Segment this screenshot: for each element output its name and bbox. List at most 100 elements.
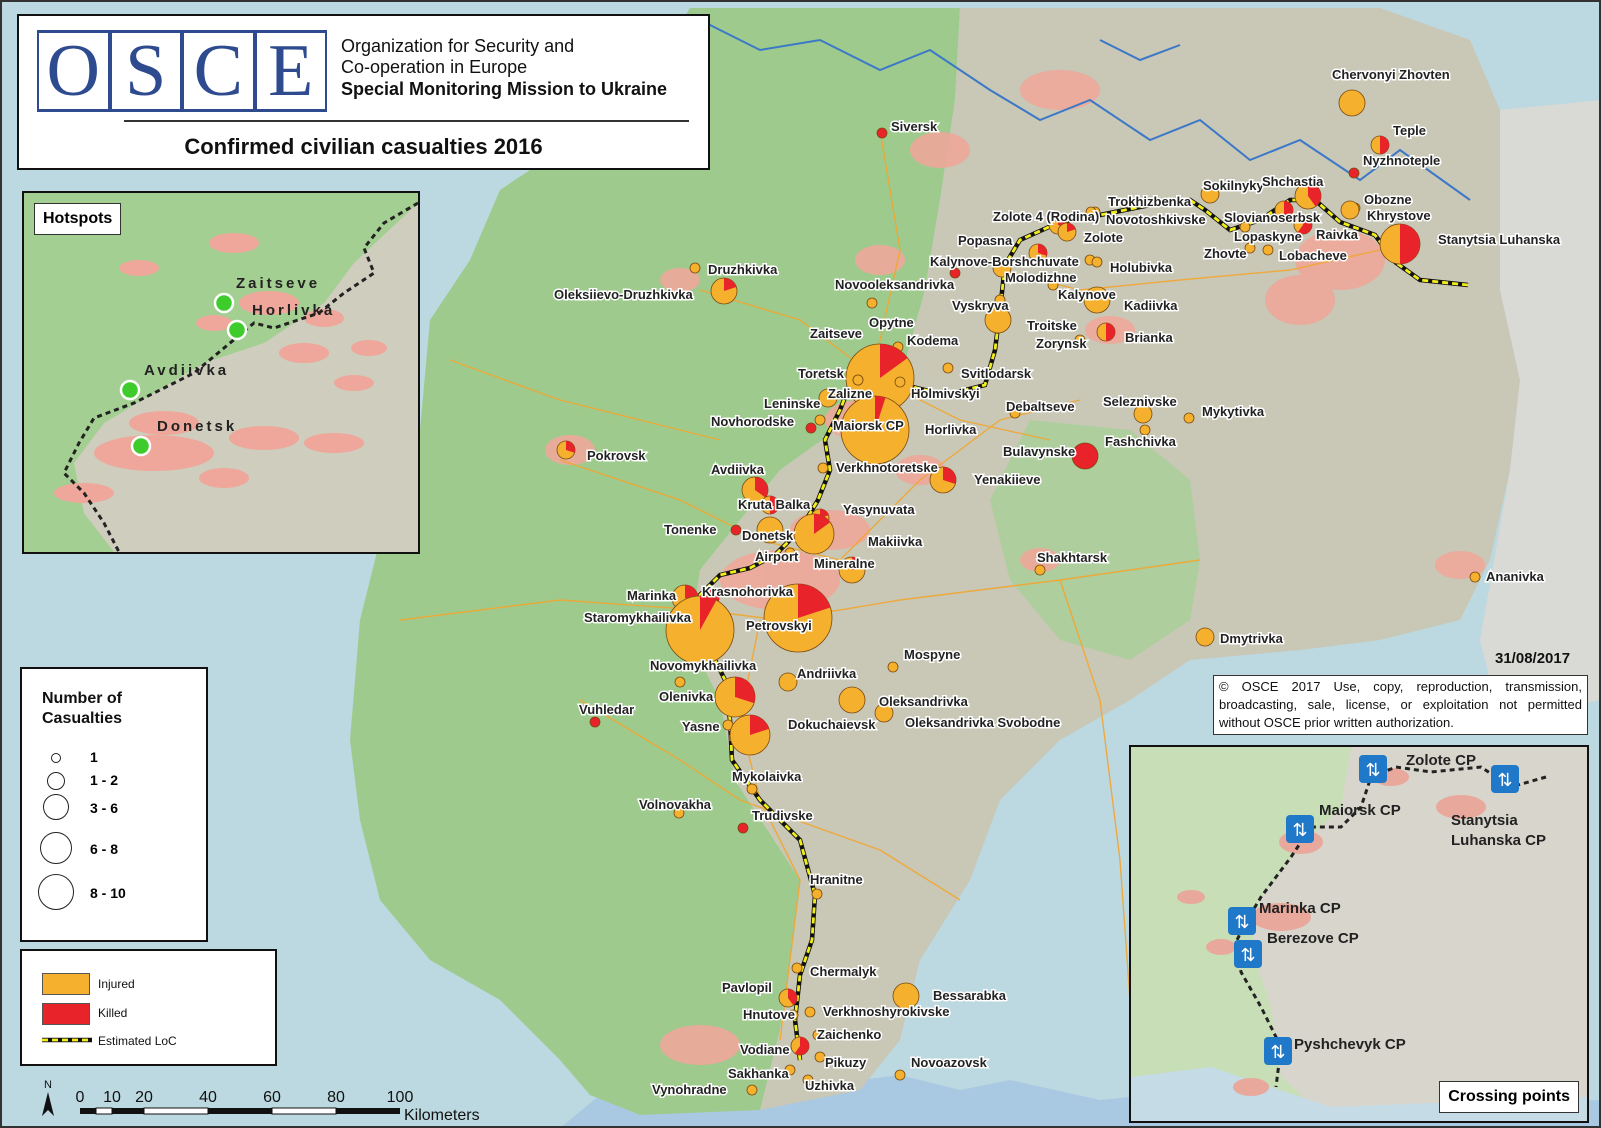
- mission-name: Special Monitoring Mission to Ukraine: [341, 79, 668, 99]
- place-label: Marinka: [627, 588, 677, 603]
- casualty-symbol: [730, 524, 742, 536]
- casualty-circle: [894, 1069, 906, 1081]
- header-divider: [124, 120, 689, 122]
- casualty-circle: [1074, 334, 1086, 346]
- casualty-symbol: [790, 1036, 810, 1056]
- killed-wedge: [798, 584, 831, 618]
- casualty-circle: [1009, 407, 1021, 419]
- place-label: Fashchivka: [1105, 434, 1177, 449]
- casualty-symbol: [852, 374, 864, 386]
- place-label: Stanytsia Luhanska: [1438, 232, 1561, 247]
- svg-text:⇅: ⇅: [1240, 945, 1255, 966]
- casualty-symbol: [689, 262, 701, 274]
- legend-circle-3: [43, 794, 69, 820]
- org-name-line-1: Organization for Security and: [341, 36, 575, 56]
- casualty-symbol: [1047, 279, 1059, 291]
- crossing-label: Pyshchevyk CP: [1294, 1036, 1406, 1053]
- crossing-points-inset[interactable]: ⇅ ⇅ ⇅ ⇅ ⇅ ⇅ Zolote CP Stanytsia Luhanska…: [1129, 745, 1589, 1123]
- place-label: Teple: [1393, 123, 1426, 138]
- casualty-symbol: [874, 703, 894, 723]
- casualty-circle: [812, 1029, 824, 1041]
- place-label: Ananivka: [1486, 569, 1545, 584]
- killed-wedge: [1400, 224, 1420, 264]
- place-label: Bessarabka: [933, 988, 1007, 1003]
- casualty-symbol: [805, 422, 817, 434]
- legend-circle-5: [38, 874, 74, 910]
- casualty-symbol: [1057, 222, 1077, 242]
- place-label: Nyzhnoteple: [1363, 153, 1440, 168]
- place-label: Lopaskyne: [1234, 229, 1302, 244]
- casualty-symbol: [814, 414, 826, 426]
- place-label: Dokuchaievsk: [788, 717, 876, 732]
- hotspot-label: Zaitseve: [236, 275, 320, 292]
- legend-title-line-2: Casualties: [42, 710, 123, 727]
- place-label: Krasnohorivka: [702, 584, 794, 599]
- killed-wedge: [735, 677, 755, 704]
- hotspot-label: Avdiivka: [144, 362, 229, 379]
- place-label: Vyskryva: [952, 298, 1009, 313]
- crossing-label: Luhanska CP: [1451, 832, 1546, 849]
- place-label: Toretsk: [798, 366, 845, 381]
- crossing-label: Stanytsia: [1451, 812, 1518, 829]
- killed-wedge: [1297, 216, 1313, 234]
- casualty-symbol: [1200, 184, 1220, 204]
- killed-swatch: [42, 1003, 90, 1025]
- place-label: Kodema: [907, 333, 959, 348]
- killed-wedge: [1038, 244, 1047, 256]
- place-label: Makiivka: [868, 534, 923, 549]
- place-label: Seleznivske: [1103, 394, 1177, 409]
- loc-swatch: [42, 1037, 92, 1043]
- casualty-symbol: [994, 294, 1006, 306]
- casualty-symbol: [1274, 200, 1294, 220]
- place-label: Oleksandrivka: [879, 694, 969, 709]
- casualty-symbol: [1096, 322, 1116, 342]
- killed-wedge: [794, 1037, 810, 1055]
- casualty-symbol: [1340, 200, 1360, 220]
- casualty-circle: [1348, 167, 1360, 179]
- killed-wedge: [880, 344, 908, 378]
- place-label: Zhovte: [1204, 246, 1247, 261]
- casualty-circle: [1195, 627, 1215, 647]
- place-label: Raivka: [1316, 227, 1359, 242]
- legend-type-label: Injured: [98, 977, 135, 991]
- place-label: Zolote: [1084, 230, 1123, 245]
- hotspots-title: Hotspots: [34, 203, 122, 235]
- scale-tick: 20: [135, 1089, 153, 1106]
- crossing-icon-maiorsk: ⇅: [1286, 815, 1314, 843]
- place-label: Novotoshkivske: [1106, 212, 1206, 227]
- casualty-symbol: [756, 516, 784, 544]
- place-label: Chervonyi Zhovten: [1332, 67, 1450, 82]
- casualty-symbol: [746, 783, 758, 795]
- place-label: Druzhkivka: [708, 262, 778, 277]
- place-label: Yasne: [682, 719, 720, 734]
- svg-text:⇅: ⇅: [1292, 820, 1307, 841]
- hotspot-avdiivka: [119, 379, 141, 401]
- place-label: Hnutove: [743, 1007, 795, 1022]
- place-label: Troitske: [1027, 318, 1077, 333]
- place-label: Novoazovsk: [911, 1055, 988, 1070]
- legend-size-label: 1 - 2: [90, 772, 119, 788]
- hotspots-loc-line: [62, 201, 418, 552]
- casualty-symbol: [746, 1084, 758, 1096]
- scale-bar: N 0 10 20 40 60 80 100 Kilometers: [42, 1079, 480, 1123]
- rivers: [699, 19, 1471, 201]
- place-label: Vynohradne: [652, 1082, 727, 1097]
- map-title: Confirmed civilian casualties 2016: [184, 134, 543, 159]
- casualty-symbol: [840, 395, 910, 465]
- casualty-symbol: [556, 440, 576, 460]
- casualty-symbol: [760, 495, 780, 515]
- hotspots-map: Zaitseve Horlivka Avdiivka Donetsk: [24, 193, 418, 552]
- scale-tick: 80: [327, 1089, 345, 1106]
- hotspots-inset[interactable]: Zaitseve Horlivka Avdiivka Donetsk Hotsp…: [22, 191, 420, 554]
- casualty-symbol: [1294, 182, 1322, 210]
- map-date: 31/08/2017: [1495, 650, 1571, 667]
- killed-wedge: [1067, 223, 1076, 232]
- scale-tick: 40: [199, 1089, 217, 1106]
- north-label: N: [44, 1079, 52, 1091]
- casualty-circle: [814, 1051, 826, 1063]
- casualty-symbol: [1379, 223, 1421, 265]
- casualty-symbol: [784, 547, 796, 559]
- place-label: Horlivka: [925, 422, 977, 437]
